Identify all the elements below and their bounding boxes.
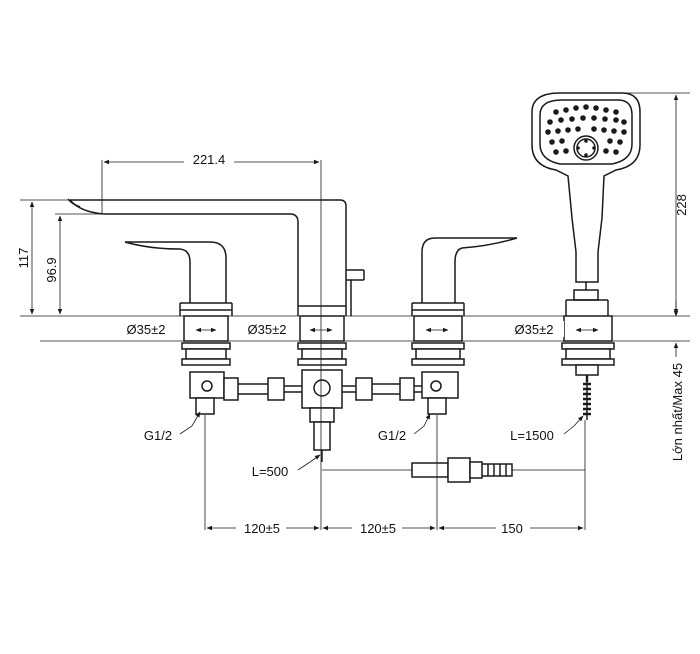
thread-left-label: G1/2 bbox=[144, 428, 172, 443]
hand-shower bbox=[531, 92, 641, 316]
spacing-label-1: 120±5 bbox=[244, 521, 280, 536]
height-left-label: 117 bbox=[16, 248, 31, 269]
height-shower-label: 228 bbox=[674, 194, 689, 216]
dimension-labels: 221.4 117 96.9 228 Lớn nhất/Max 45 Ø35±2… bbox=[16, 151, 689, 536]
right-handle bbox=[411, 237, 518, 316]
hole-diameter-label-1: Ø35±2 bbox=[127, 322, 166, 337]
spacing-label-3: 150 bbox=[501, 521, 523, 536]
connection-hoses bbox=[223, 377, 422, 401]
height-spout-label: 96.9 bbox=[44, 257, 59, 282]
shower-nozzles-icon bbox=[545, 104, 627, 157]
hole-diameter-label-2: Ø35±2 bbox=[248, 322, 287, 337]
hose-length-label: L=1500 bbox=[510, 428, 554, 443]
outlet-connector bbox=[322, 420, 586, 483]
left-handle bbox=[124, 241, 233, 316]
extension-lines bbox=[20, 92, 690, 530]
under-deck-bodies bbox=[181, 315, 615, 462]
max-deck-label: Lớn nhất/Max 45 bbox=[670, 363, 685, 461]
outlet-length-label: L=500 bbox=[252, 464, 289, 479]
hole-diameter-label-3: Ø35±2 bbox=[515, 322, 554, 337]
spout bbox=[67, 198, 365, 316]
thread-right-label: G1/2 bbox=[378, 428, 406, 443]
dimension-lines bbox=[29, 94, 679, 531]
spout-reach-label: 221.4 bbox=[193, 152, 226, 167]
spacing-label-2: 120±5 bbox=[360, 521, 396, 536]
